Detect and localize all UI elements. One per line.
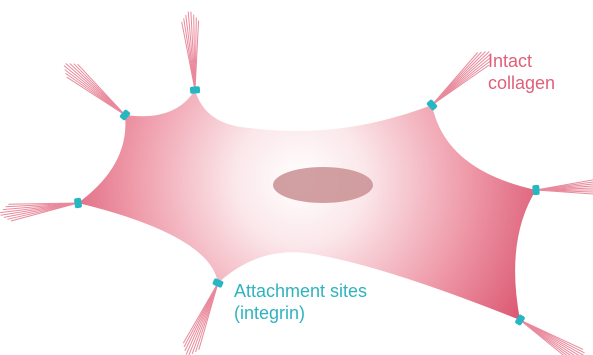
intact-collagen-label-line-2: collagen <box>488 72 555 94</box>
collagen-fiber <box>183 283 218 343</box>
collagen-fiber <box>520 320 586 355</box>
integrin-attachment-top <box>190 86 200 94</box>
collagen-fiber <box>432 65 489 105</box>
attachment-sites-label-line-2: (integrin) <box>234 302 367 324</box>
collagen-fiber <box>78 64 125 115</box>
attachment-sites-label: Attachment sites (integrin) <box>234 280 367 324</box>
intact-collagen-label: Intact collagen <box>488 50 555 94</box>
attachment-sites-label-line-1: Attachment sites <box>234 280 367 302</box>
collagen-tuft-bottom <box>183 283 218 355</box>
integrin-attachment-bottom <box>212 278 224 288</box>
collagen-tuft-upper-right <box>432 52 491 106</box>
intact-collagen-label-line-1: Intact <box>488 50 555 72</box>
collagen-tuft-top <box>182 12 199 90</box>
collagen-tuft-right <box>536 178 593 195</box>
collagen-tuft-upper-left <box>64 64 125 116</box>
nucleus <box>273 167 373 203</box>
collagen-tuft-left <box>0 203 78 221</box>
collagen-tuft-bottom-right <box>520 320 587 355</box>
integrin-attachment-left <box>74 198 82 209</box>
integrin-attachment-right <box>532 185 540 195</box>
